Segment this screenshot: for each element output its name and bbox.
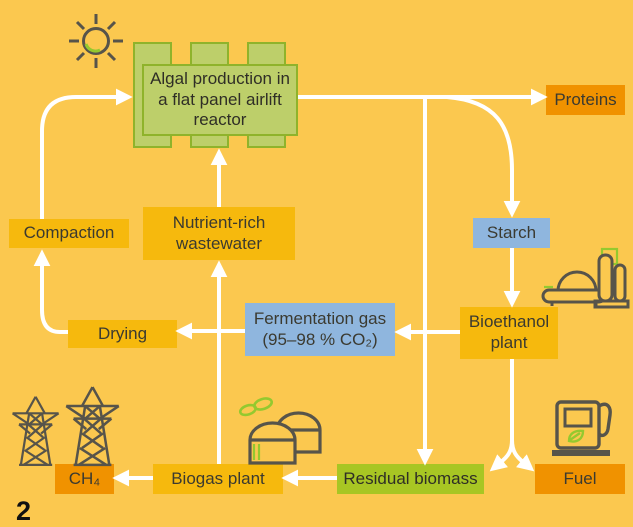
node-starch: Starch (473, 218, 550, 248)
edge-algal-to-starch (446, 95, 521, 218)
node-compaction: Compaction (9, 219, 129, 248)
refinery-icon (538, 243, 633, 311)
node-algal-production: Algal production in a flat panel airlift… (142, 64, 298, 136)
node-bioethanol-plant: Bioethanol plant (460, 307, 558, 359)
biogas-plant-icon (235, 395, 330, 470)
pump-base (552, 450, 610, 456)
power-pylons-icon (4, 382, 134, 472)
node-fuel: Fuel (535, 464, 625, 494)
fuel-pump-icon (548, 396, 628, 460)
sun-green-highlight (84, 43, 101, 53)
tank-green-stripes (252, 444, 261, 460)
node-residual-biomass: Residual biomass (337, 464, 484, 494)
node-ch4: CH₄ (55, 464, 114, 494)
edge-bioethanol-to-residual (489, 439, 514, 472)
edge-drying-to-compaction (33, 249, 68, 334)
eco-leaf (567, 429, 585, 443)
pylon-small (11, 395, 60, 466)
pylon-large (64, 385, 121, 467)
node-fermentation-gas: Fermentation gas (95–98 % CO₂) (245, 303, 395, 356)
node-drying: Drying (68, 320, 177, 348)
eco-leaves-icon (238, 397, 273, 417)
node-nutrient-rich-wastewater: Nutrient-rich wastewater (143, 207, 295, 260)
node-proteins: Proteins (546, 85, 625, 115)
edge-compaction-to-algal (40, 88, 133, 219)
node-biogas-plant: Biogas plant (153, 464, 283, 494)
figure-label: 2 (16, 496, 32, 526)
sun-icon (64, 8, 128, 72)
edge-bioethanol-to-fuel (510, 439, 535, 472)
